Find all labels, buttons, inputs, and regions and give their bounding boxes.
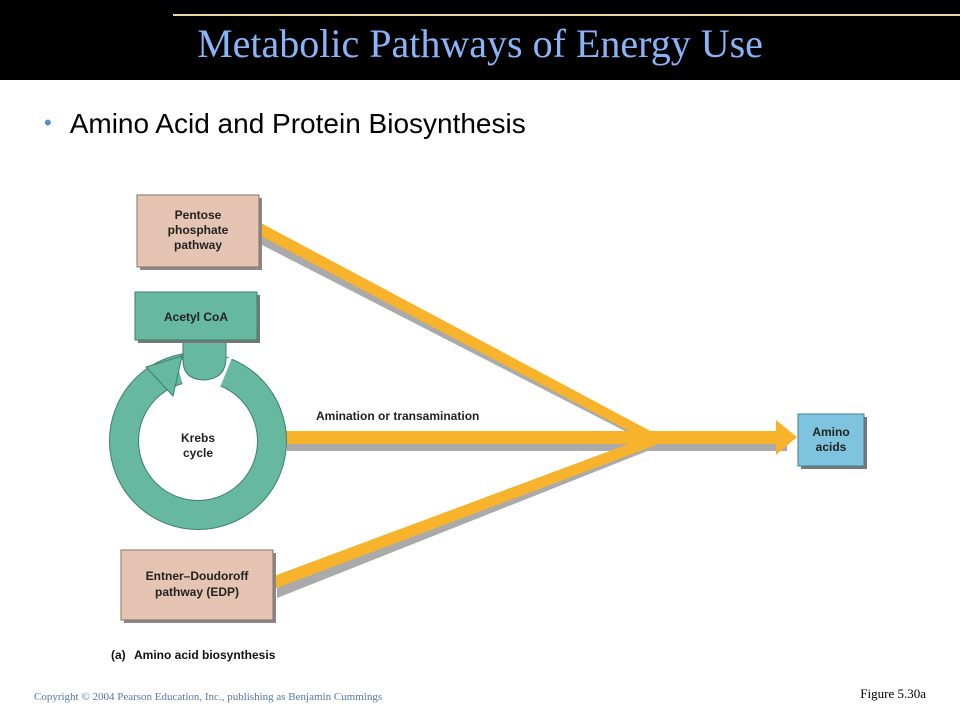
amino-acids-box: Amino acids xyxy=(797,413,867,469)
amino-line-2: acids xyxy=(816,440,847,454)
figure-reference: Figure 5.30a xyxy=(860,686,926,701)
krebs-line-1: Krebs xyxy=(181,431,215,445)
pentose-line-2: phosphate xyxy=(168,223,229,237)
edp-arrow xyxy=(274,436,656,589)
bullet-dot: • xyxy=(44,110,52,135)
bullet-item: • Amino Acid and Protein Biosynthesis xyxy=(44,108,526,140)
title-rule xyxy=(173,14,960,16)
pentose-line-3: pathway xyxy=(174,238,222,252)
acetyl-coa-label: Acetyl CoA xyxy=(164,310,228,324)
acetyl-coa-box: Acetyl CoA xyxy=(134,291,260,343)
amino-line-1: Amino xyxy=(812,425,849,439)
pentose-phosphate-box: Pentose phosphate pathway xyxy=(136,194,262,270)
copyright-notice: Copyright © 2004 Pearson Education, Inc.… xyxy=(34,691,383,703)
pathway-arrows xyxy=(259,222,797,589)
pentose-line-1: Pentose xyxy=(175,208,222,222)
edp-box: Entner–Doudoroff pathway (EDP) xyxy=(120,549,276,623)
caption-text: Amino acid biosynthesis xyxy=(134,648,276,662)
slide-title: Metabolic Pathways of Energy Use xyxy=(197,21,763,66)
bullet-text: Amino Acid and Protein Biosynthesis xyxy=(69,108,526,139)
edp-line-2: pathway (EDP) xyxy=(155,585,239,599)
title-bar xyxy=(0,0,960,80)
caption-prefix: (a) xyxy=(111,648,126,662)
amination-arrow xyxy=(284,431,780,444)
krebs-arrowhead xyxy=(145,355,183,398)
arrow-head xyxy=(776,420,797,455)
edp-line-1: Entner–Doudoroff xyxy=(146,569,250,583)
amination-label: Amination or transamination xyxy=(316,409,479,423)
pentose-arrow xyxy=(259,222,656,442)
krebs-line-2: cycle xyxy=(183,446,213,460)
krebs-cycle-ring: Krebs cycle xyxy=(109,339,287,530)
